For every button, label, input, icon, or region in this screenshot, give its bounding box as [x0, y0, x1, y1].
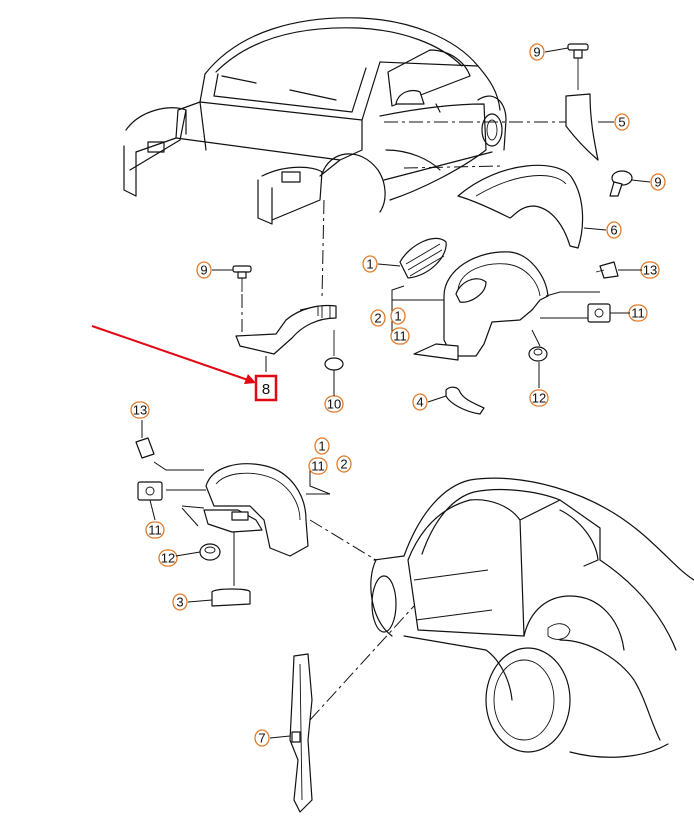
callout-label: 9 [533, 45, 540, 60]
callout-label: 11 [631, 306, 645, 321]
callout-badge [254, 729, 270, 747]
callout-label: 10 [327, 397, 341, 412]
highlight-arrow [91, 325, 256, 384]
callout-13: 13 [130, 401, 150, 419]
part-3-strip [211, 588, 251, 607]
callout-badge [529, 43, 545, 61]
callout-badge [606, 221, 622, 239]
callout-badge [172, 593, 188, 611]
screw-icon [528, 346, 548, 362]
connector-line [309, 605, 415, 721]
callout-label: 1 [366, 257, 373, 272]
callout-label: 1 [394, 309, 401, 324]
callout-1: 1 [390, 307, 406, 325]
callout-badge [308, 457, 328, 475]
callout-badge [314, 437, 330, 455]
callout-label: 12 [161, 551, 175, 566]
callout-label: 9 [200, 263, 207, 278]
callout-badge [158, 549, 178, 567]
callout-badge [412, 393, 428, 411]
callout-13: 13 [640, 261, 660, 279]
callout-12: 12 [529, 389, 549, 407]
callout-badge [370, 309, 386, 327]
screw-icon [232, 265, 252, 292]
part-7-sill-strip [289, 653, 313, 813]
callout-label: 1 [318, 439, 325, 454]
connector-line [321, 199, 325, 299]
wheel-housing-liner-right [413, 251, 549, 361]
clip-icon [135, 437, 155, 459]
callout-12: 12 [158, 549, 178, 567]
callout-4: 4 [412, 393, 428, 411]
callout-label: 3 [176, 595, 183, 610]
callout-badge [145, 521, 165, 539]
rear-car-body [370, 477, 694, 758]
callout-badge [650, 173, 666, 191]
callout-leaders [141, 47, 651, 739]
callout-11: 11 [308, 457, 328, 475]
callout-11: 11 [390, 327, 410, 345]
callout-9: 9 [529, 43, 545, 61]
speed-nut-icon [587, 303, 611, 323]
callout-11: 11 [145, 521, 165, 539]
connector-line [309, 519, 377, 561]
callout-label: 4 [416, 395, 423, 410]
screw-icon [567, 43, 589, 90]
callout-7: 7 [254, 729, 270, 747]
callout-10: 10 [324, 395, 344, 413]
callout-3: 3 [172, 593, 188, 611]
part-4-strip [445, 386, 485, 415]
callout-badge [130, 401, 150, 419]
highlighted-part-label: 8 [262, 381, 270, 398]
callout-label: 5 [618, 115, 625, 130]
callout-badge [614, 113, 630, 131]
part-1-grille [399, 237, 447, 279]
callout-label: 11 [148, 523, 162, 538]
callout-label: 7 [258, 731, 265, 746]
speed-nut-icon [137, 481, 163, 501]
callout-2: 2 [336, 455, 352, 473]
callout-5: 5 [614, 113, 630, 131]
part-5-panel [565, 93, 599, 161]
callout-label: 12 [532, 391, 546, 406]
part-6-fender [457, 164, 584, 249]
callout-label: 2 [374, 311, 381, 326]
callout-badge [362, 255, 378, 273]
screw-icon [199, 543, 221, 561]
callout-11: 11 [628, 304, 648, 322]
callout-label: 2 [340, 457, 347, 472]
callout-label: 9 [654, 175, 661, 190]
callout-label: 13 [643, 263, 657, 278]
callout-badge [336, 455, 352, 473]
callout-6: 6 [606, 221, 622, 239]
front-body-shell [123, 17, 507, 225]
callout-badge [196, 261, 212, 279]
callout-label: 11 [311, 459, 325, 474]
callout-9: 9 [196, 261, 212, 279]
rivet-icon [609, 170, 633, 197]
callout-badge [390, 327, 410, 345]
connector-line [403, 165, 501, 169]
callout-1: 1 [314, 437, 330, 455]
part-8-bracket [235, 304, 337, 355]
clip-icon [595, 261, 619, 279]
callout-9: 9 [650, 173, 666, 191]
callout-badge [390, 307, 406, 325]
callout-label: 6 [610, 223, 617, 238]
highlighted-callout-8: 8 [254, 374, 278, 402]
wheel-housing-liner-left [203, 463, 309, 557]
callout-2: 2 [370, 309, 386, 327]
callout-badge [529, 389, 549, 407]
callout-label: 11 [393, 329, 407, 344]
callout-1: 1 [362, 255, 378, 273]
callout-label: 13 [133, 403, 147, 418]
hex-nut-icon [324, 330, 344, 371]
